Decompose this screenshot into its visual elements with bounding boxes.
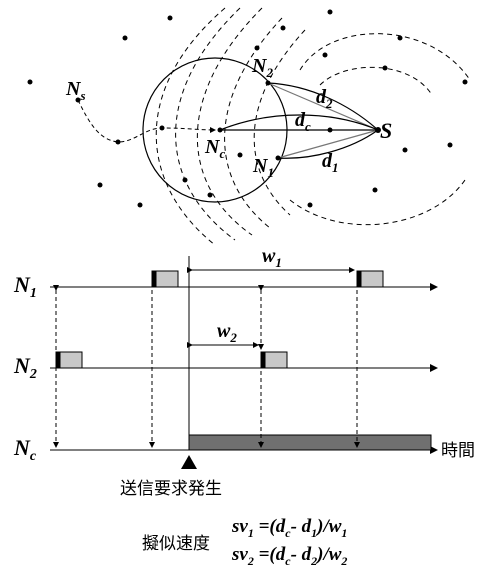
node: [397, 35, 403, 41]
node: [447, 142, 453, 148]
node: [307, 202, 313, 208]
nodes: [27, 9, 468, 208]
node: [167, 15, 173, 21]
formula-label: 擬似速度: [142, 534, 210, 554]
d1-label: d1: [322, 150, 339, 175]
n2-label: N2: [251, 55, 273, 80]
row-label-nc: Nc: [13, 435, 37, 464]
tx-boxes: [55, 270, 384, 369]
node: [237, 152, 243, 158]
node: [182, 177, 188, 183]
node: [137, 202, 143, 208]
node: [275, 155, 281, 161]
formula-line-1: sv1 =(dc- d1)/w1: [231, 516, 347, 540]
formula: 擬似速度 sv1 =(dc- d1)/w1 sv2 =(dc- d2)/w2: [142, 516, 347, 568]
node: [462, 79, 468, 85]
node: [122, 35, 128, 41]
time-axes: [50, 283, 438, 454]
node: [217, 127, 223, 133]
s-label: S: [380, 118, 392, 143]
ns-path: [77, 99, 216, 143]
node: [372, 187, 378, 193]
node: [207, 192, 213, 198]
node: [375, 127, 381, 133]
trigger-label: 送信要求発生: [120, 479, 222, 499]
node: [115, 139, 121, 145]
node: [280, 25, 286, 31]
row-label-n1: N1: [13, 272, 37, 301]
d2-label: d2: [316, 86, 333, 111]
dashed-arrows: [53, 285, 360, 448]
node: [27, 79, 33, 85]
node: [382, 65, 388, 71]
node: [322, 52, 328, 58]
dc-label: dc: [295, 109, 311, 134]
network-diagram: Ns Nc N2 N1 S d2 dc d1: [27, 7, 471, 246]
n1-label: N1: [252, 155, 274, 180]
node: [254, 45, 260, 51]
formula-line-2: sv2 =(dc- d2)/w2: [231, 544, 347, 568]
w2-label: w2: [217, 320, 237, 345]
trigger-triangle: [181, 455, 197, 469]
node: [327, 127, 333, 133]
node: [75, 97, 81, 103]
timeline: N1 N2 Nc w1 w2: [13, 245, 475, 499]
nc-active-bar: [188, 434, 432, 451]
node: [327, 9, 333, 15]
node: [159, 125, 165, 131]
node: [265, 80, 271, 86]
nc-label: Nc: [204, 136, 225, 161]
row-label-n2: N2: [13, 353, 37, 382]
ns-label: Ns: [65, 78, 86, 103]
w1-label: w1: [262, 245, 282, 270]
links: [219, 82, 379, 159]
node: [402, 147, 408, 153]
time-label: 時間: [441, 441, 475, 461]
sink-arcs: [289, 33, 471, 226]
node: [97, 182, 103, 188]
